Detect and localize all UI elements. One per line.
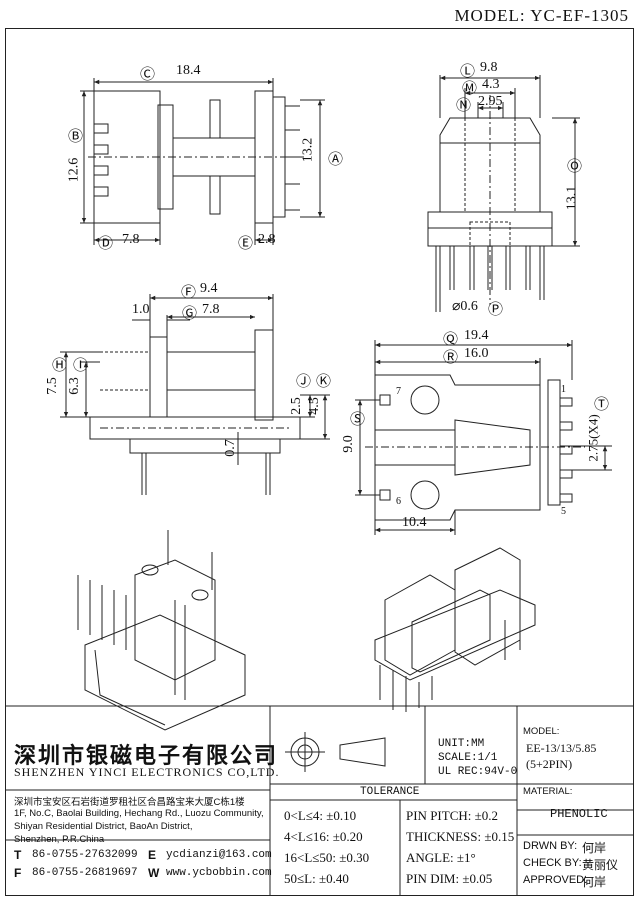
dim-letter-d: Ⓓ <box>98 236 114 252</box>
dim-letter-e: Ⓔ <box>238 236 254 252</box>
dim-p: ⌀0.6 <box>452 299 478 314</box>
dim-letter-f: Ⓕ <box>181 285 197 301</box>
dim-o: 13.1 <box>564 185 580 211</box>
dim-1-0: 1.0 <box>132 302 150 317</box>
approved-label: APPROVED: <box>523 874 588 886</box>
address-en-2: Shiyan Residential District, BaoAn Distr… <box>14 821 193 832</box>
drawn-by-value: 何岸 <box>582 841 607 855</box>
view-top-right <box>427 75 580 312</box>
dim-n: 2.95 <box>478 94 503 109</box>
view-iso-right <box>374 547 536 712</box>
dim-s: 9.0 <box>340 435 356 453</box>
address-cn: 深圳市宝安区石岩街道罗租社区合昌路宝来大厦C栋1楼 <box>14 797 245 808</box>
dim-i: 6.3 <box>66 377 82 395</box>
dim-j: 2.5 <box>288 397 304 415</box>
dim-letter-i: Ⓘ <box>73 358 89 374</box>
dim-m: 4.3 <box>482 77 500 92</box>
tol-left-4: 50≤L: ±0.40 <box>284 871 349 886</box>
view-middle-right <box>355 340 612 535</box>
model-number: MODEL: YC-EF-1305 <box>454 6 629 25</box>
drawing-frame <box>5 28 634 896</box>
dim-a: 13.2 <box>300 137 316 163</box>
address-en-1: 1F, No.C, Baolai Building, Hechang Rd., … <box>14 808 264 819</box>
email-label: E <box>148 848 157 862</box>
drawn-by-label: DRWN BY: <box>523 840 578 852</box>
email-value[interactable]: ycdianzi@163.com <box>166 849 272 861</box>
dim-letter-k: Ⓚ <box>316 374 332 390</box>
dim-letter-n: Ⓝ <box>456 98 472 114</box>
dim-c: 18.4 <box>176 63 201 78</box>
check-by-label: CHECK BY: <box>523 857 582 869</box>
pin-label-5: 5 <box>561 506 566 517</box>
dim-letter-b: Ⓑ <box>68 129 84 145</box>
fax-value: 86-0755-26819697 <box>32 867 138 879</box>
dim-letter-s: Ⓢ <box>350 412 366 428</box>
tol-right-2: THICKNESS: ±0.15 <box>406 829 515 844</box>
dim-e: 2.8 <box>258 232 276 247</box>
dim-h: 7.5 <box>44 377 60 395</box>
pin-label-6: 6 <box>396 496 401 507</box>
material-value: PHENOLIC <box>550 807 608 821</box>
dim-0-7: 0.7 <box>222 439 238 457</box>
dim-letter-j: Ⓙ <box>296 374 312 390</box>
dim-q: 19.4 <box>464 328 489 343</box>
tel-label: T <box>14 848 22 862</box>
model-box-line1: EE-13/13/5.85 <box>526 741 597 755</box>
dim-letter-h: Ⓗ <box>52 358 68 374</box>
dim-l: 9.8 <box>480 60 498 75</box>
dim-f: 9.4 <box>200 281 218 296</box>
dim-letter-o: Ⓞ <box>567 159 583 175</box>
tol-left-2: 4<L≤16: ±0.20 <box>284 829 363 844</box>
dim-t: 2.75(X4) <box>585 414 601 462</box>
tol-right-4: PIN DIM: ±0.05 <box>406 871 493 886</box>
tolerance-title: TOLERANCE <box>360 786 420 798</box>
pin-label-7: 7 <box>396 386 401 397</box>
dim-letter-p: Ⓟ <box>488 302 504 318</box>
dim-letter-t: Ⓣ <box>594 397 610 413</box>
tol-left-3: 16<L≤50: ±0.30 <box>284 850 370 865</box>
dim-letter-a: Ⓐ <box>328 152 344 168</box>
view-iso-left <box>77 530 246 731</box>
material-label: MATERIAL: <box>523 786 573 797</box>
view-middle-left <box>60 294 330 495</box>
unit-label: UNIT:MM <box>438 738 485 750</box>
dim-letter-g: Ⓖ <box>182 306 198 322</box>
fax-label: F <box>14 866 22 880</box>
tol-right-1: PIN PITCH: ±0.2 <box>406 808 499 823</box>
dim-k: 4.5 <box>306 397 322 415</box>
approved-value: 何岸 <box>582 875 607 889</box>
dim-b: 12.6 <box>66 157 82 183</box>
tol-right-3: ANGLE: ±1° <box>406 850 476 865</box>
dim-letter-q: Ⓠ <box>443 332 459 348</box>
dim-d: 7.8 <box>122 232 140 247</box>
model-box-line2: (5+2PIN) <box>526 757 573 771</box>
company-name-en: SHENZHEN YINCI ELECTRONICS CO,LTD. <box>14 765 280 779</box>
web-value[interactable]: www.ycbobbin.com <box>166 867 272 879</box>
title-block-lines <box>5 705 634 896</box>
dim-r: 16.0 <box>464 346 489 361</box>
tol-left-1: 0<L≤4: ±0.10 <box>284 808 357 823</box>
dim-10-4: 10.4 <box>402 515 427 530</box>
company-name-cn: 深圳市银磁电子有限公司 <box>14 743 279 768</box>
tel-value: 86-0755-27632099 <box>32 849 138 861</box>
scale-label: SCALE:1/1 <box>438 752 498 764</box>
dim-letter-r: Ⓡ <box>443 350 459 366</box>
dim-letter-m: Ⓜ <box>462 81 478 97</box>
pin-label-1: 1 <box>561 384 566 395</box>
model-box-label: MODEL: <box>523 726 560 737</box>
dim-g: 7.8 <box>202 302 220 317</box>
dim-letter-c: Ⓒ <box>140 67 156 83</box>
view-top-left <box>80 78 325 245</box>
web-label: W <box>148 866 160 880</box>
address-en-3: Shenzhen, P.R.China <box>14 834 105 845</box>
ul-rec-label: UL REC:94V-0 <box>438 766 518 778</box>
check-by-value: 黄丽仪 <box>582 858 619 872</box>
dim-letter-l: Ⓛ <box>460 64 476 80</box>
